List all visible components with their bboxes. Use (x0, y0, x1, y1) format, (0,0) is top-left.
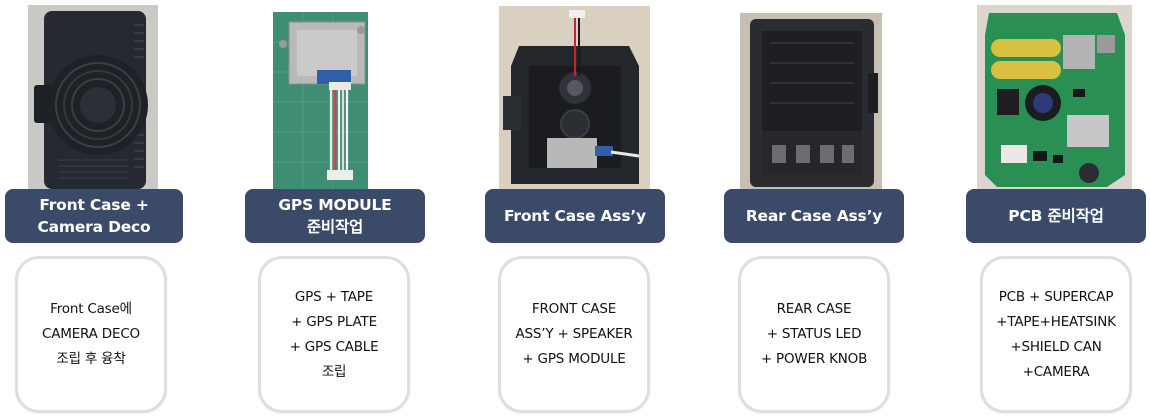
step-2-desc-line-2: + GPS PLATE (291, 313, 377, 330)
step-4-desc-line-3: + POWER KNOB (760, 351, 868, 367)
step-1-description: Front Case에 CAMERA DECO 조립 후 융착 (15, 256, 167, 413)
front-case-photo (28, 5, 158, 190)
step-5-desc-line-4: +CAMERA (1022, 363, 1090, 380)
step-2-desc-line-4: 조립 (321, 363, 347, 380)
step-3-title-line-1: Front Case Ass’y (504, 207, 646, 225)
step-3-title: Front Case Ass’y (485, 189, 665, 243)
step-1-title-line-2: Camera Deco (37, 218, 151, 236)
step-4-desc-line-2: + STATUS LED (766, 326, 862, 342)
step-5-title: PCB 준비작업 (966, 189, 1146, 243)
step-3-description: FRONT CASE ASS’Y + SPEAKER + GPS MODULE (498, 256, 650, 413)
step-5-desc-line-1: PCB + SUPERCAP (998, 288, 1114, 305)
step-1-desc-line-2: CAMERA DECO (42, 326, 140, 342)
step-1-title-line-1: Front Case + (39, 196, 149, 214)
step-1-desc-line-1: Front Case에 (50, 301, 132, 317)
step-2-title-line-1: GPS MODULE (278, 196, 392, 214)
step-1-desc-line-3: 조립 후 융착 (56, 351, 126, 367)
step-3-desc-line-3: + GPS MODULE (522, 351, 626, 367)
front-case-assy-photo (499, 6, 650, 190)
step-5-desc-line-3: +SHIELD CAN (1010, 338, 1102, 355)
pcb-photo (977, 5, 1132, 190)
rear-case-assy-photo (740, 13, 882, 190)
step-5-desc-line-2: +TAPE+HEATSINK (996, 313, 1116, 330)
step-3-desc-line-2: ASS’Y + SPEAKER (515, 326, 633, 342)
step-4-title-line-1: Rear Case Ass’y (745, 207, 883, 225)
step-5-description: PCB + SUPERCAP +TAPE+HEATSINK +SHIELD CA… (980, 256, 1132, 413)
step-2-title-line-2: 준비작업 (306, 218, 364, 236)
gps-module-photo (273, 12, 368, 190)
step-2-desc-line-3: + GPS CABLE (289, 338, 379, 355)
step-2-description: GPS + TAPE + GPS PLATE + GPS CABLE 조립 (258, 256, 410, 413)
step-1-title: Front Case + Camera Deco (5, 189, 183, 243)
step-5-title-line-1: PCB 준비작업 (1008, 207, 1104, 225)
step-4-description: REAR CASE + STATUS LED + POWER KNOB (738, 256, 890, 413)
step-2-desc-line-1: GPS + TAPE (294, 288, 374, 305)
step-4-desc-line-1: REAR CASE (776, 301, 852, 317)
step-2-title: GPS MODULE 준비작업 (245, 189, 425, 243)
step-3-desc-line-1: FRONT CASE (531, 301, 617, 317)
step-4-title: Rear Case Ass’y (724, 189, 904, 243)
